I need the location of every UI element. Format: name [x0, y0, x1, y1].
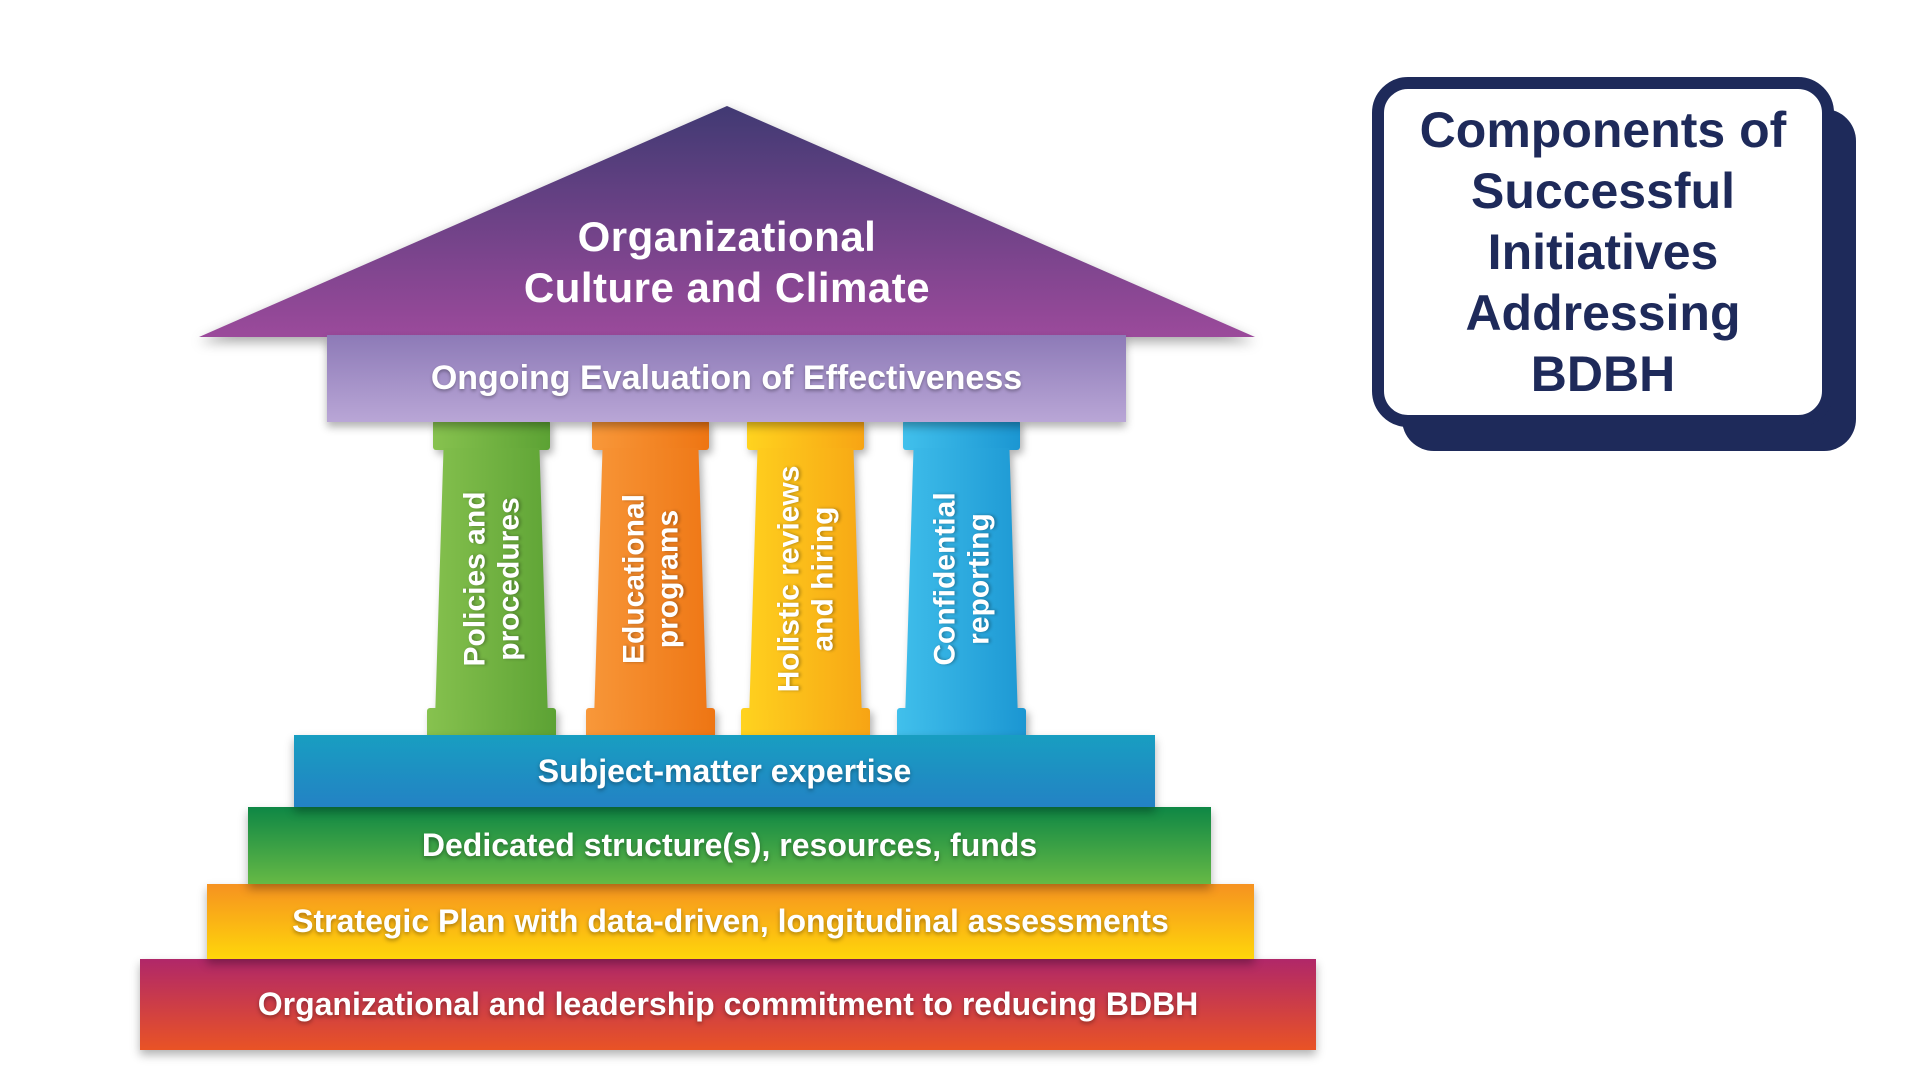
- entablature-label: Ongoing Evaluation of Effectiveness: [430, 359, 1023, 397]
- pillar-confidential-label: Confidential reporting: [927, 492, 995, 666]
- step-label: Organizational and leadership commitment…: [257, 986, 1199, 1022]
- step-dedicated-structures: Dedicated structure(s), resources, funds: [248, 807, 1211, 884]
- pillar-shaft: [594, 448, 707, 710]
- entablature-band: Ongoing Evaluation of Effectiveness: [327, 335, 1126, 422]
- pillar-base: [427, 708, 556, 738]
- pillar-confidential: Confidential reporting: [893, 420, 1030, 738]
- pillar-policies: Policies and procedures: [423, 420, 560, 738]
- pillar-capital: [433, 420, 550, 450]
- pillar-capital: [903, 420, 1020, 450]
- pillar-holistic-label: Holistic reviews and hiring: [771, 465, 839, 693]
- roof-pediment-wrap: Organizational Culture and Climate: [199, 106, 1255, 337]
- pillar-capital: [747, 420, 864, 450]
- pillar-shaft: [749, 448, 862, 710]
- roof-pediment: Organizational Culture and Climate: [199, 106, 1255, 337]
- pillar-shaft: [435, 448, 548, 710]
- pillar-holistic: Holistic reviews and hiring: [737, 420, 874, 738]
- pillar-shaft: [905, 448, 1018, 710]
- pillar-capital: [592, 420, 709, 450]
- pillar-base: [897, 708, 1026, 738]
- title-card: Components of Successful Initiatives Add…: [1372, 77, 1834, 427]
- pillar-base: [741, 708, 870, 738]
- step-organizational-commitment: Organizational and leadership commitment…: [140, 959, 1316, 1050]
- step-label: Dedicated structure(s), resources, funds: [421, 827, 1038, 863]
- pillar-base: [586, 708, 715, 738]
- pillar-policies-label: Policies and procedures: [457, 491, 525, 667]
- step-label: Subject-matter expertise: [537, 752, 912, 789]
- title-card-label: Components of Successful Initiatives Add…: [1419, 101, 1787, 402]
- step-subject-matter-expertise: Subject-matter expertise: [294, 735, 1155, 807]
- roof-label: Organizational Culture and Climate: [523, 212, 931, 311]
- pillar-educational-label: Educational programs: [616, 493, 684, 665]
- step-label: Strategic Plan with data-driven, longitu…: [292, 903, 1169, 939]
- step-strategic-plan: Strategic Plan with data-driven, longitu…: [207, 884, 1254, 959]
- pillar-educational: Educational programs: [582, 420, 719, 738]
